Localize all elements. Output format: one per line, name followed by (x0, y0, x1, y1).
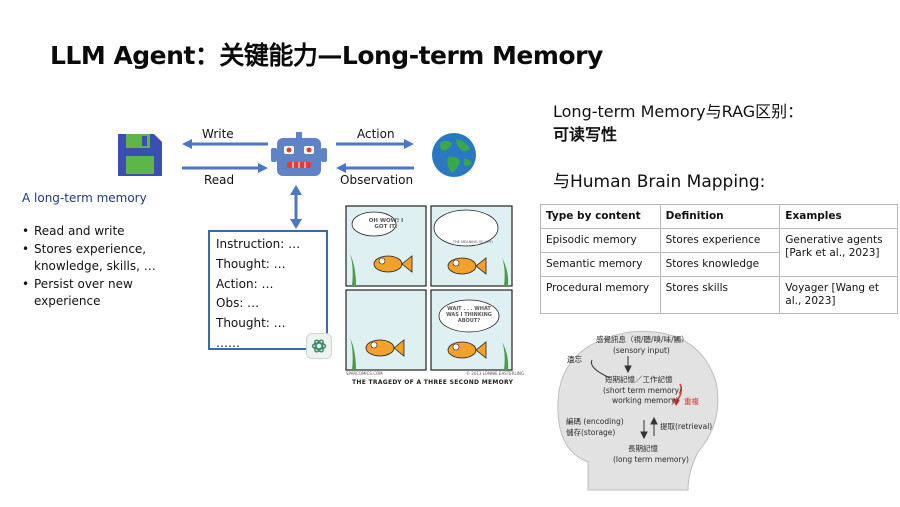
brain-long-term-en: (long term memory) (613, 455, 689, 464)
brain-storage-label: 儲存(storage) (566, 428, 616, 437)
table-cell: Voyager [Wang et al., 2023] (779, 276, 898, 314)
brain-short-term-en1: (short term memory/ (603, 386, 682, 395)
brain-encoding-label: 編碼 (encoding) (566, 417, 624, 426)
comic-source-left: SPARCOMICS.COM (346, 371, 383, 376)
page-title: LLM Agent：关键能力—Long-term Memory (50, 41, 603, 70)
bullet-item: Persist over new experience (22, 276, 202, 311)
action-observation-arrows (336, 139, 414, 173)
comic-bubble-2: THE MEANING OF LIFE! (452, 240, 494, 244)
bullet-item: Stores experience, knowledge, skills, … (22, 241, 202, 276)
write-read-arrows (182, 139, 268, 173)
bullet-item: Read and write (22, 223, 202, 241)
table-cell: Episodic memory (540, 228, 661, 253)
brain-rehearsal-label: 重複 (684, 397, 699, 406)
table-cell: Semantic memory (540, 252, 661, 277)
comic-source-right: © 2013 LONNIE EASTERLING (466, 371, 524, 376)
brain-sensory-label: 感覺訊息（視/聽/嗅/味/觸） (596, 335, 689, 344)
robot-icon (271, 132, 327, 176)
table-cell: Stores skills (659, 276, 781, 314)
human-head-diagram (557, 330, 719, 491)
chatgpt-logo-icon (306, 333, 332, 359)
brain-short-term-label: 短期記憶／工作記憶 (605, 375, 673, 384)
trace-line: Thought: … (216, 316, 286, 331)
read-label: Read (204, 173, 235, 187)
memory-caption: A long-term memory (22, 191, 147, 205)
table-cell: Generative agents [Park et al., 2023] (779, 228, 898, 277)
table-row: Episodic memory Stores experience Genera… (540, 228, 898, 277)
goldfish-comic (344, 204, 514, 374)
brain-mapping-heading: 与Human Brain Mapping: (553, 172, 766, 192)
rag-subheading: 可读写性 (553, 125, 618, 144)
trace-line: …… (216, 335, 240, 350)
trace-line: Action: … (216, 276, 274, 291)
floppy-disk-icon (118, 134, 162, 176)
table-header-cell: Examples (779, 204, 898, 229)
action-label: Action (357, 127, 395, 141)
agent-trace-box: Instruction: … Thought: … Action: … Obs:… (208, 230, 328, 350)
brain-forget-label: 遺忘 (567, 355, 582, 364)
table-row: Semantic memory Stores knowledge (540, 252, 898, 277)
brain-retrieval-label: 提取(retrieval) (660, 422, 713, 431)
table-cell: Stores knowledge (659, 252, 781, 277)
observation-label: Observation (340, 173, 414, 187)
trace-line: Obs: … (216, 296, 260, 311)
write-label: Write (202, 127, 234, 141)
comic-caption: THE TRAGEDY OF A THREE SECOND MEMORY (352, 379, 514, 386)
memory-types-table: Type by content Definition Examples Epis… (540, 204, 898, 314)
robot-trace-arrow (290, 185, 302, 229)
rag-heading: Long-term Memory与RAG区别： (553, 102, 804, 121)
earth-globe-icon (432, 133, 476, 177)
table-cell: Procedural memory (540, 276, 661, 314)
table-row: Procedural memory Stores skills Voyager … (540, 276, 898, 314)
brain-long-term-label: 長期記憶 (628, 444, 658, 453)
trace-line: Instruction: … (216, 237, 301, 251)
table-header-row: Type by content Definition Examples (540, 204, 898, 229)
trace-line: Thought: … (216, 256, 286, 271)
table-header-cell: Type by content (540, 204, 661, 229)
comic-bubble-3: WAIT . . . WHAT WAS I THINKING ABOUT? (446, 306, 492, 324)
brain-sensory-en: (sensory input) (613, 346, 670, 355)
brain-short-term-en2: working memory) (612, 396, 679, 405)
comic-bubble-1: OH WOW! I GOT IT! (368, 218, 404, 230)
table-cell: Stores experience (659, 228, 781, 253)
memory-bullets: Read and write Stores experience, knowle… (22, 223, 202, 311)
table-header-cell: Definition (659, 204, 781, 229)
